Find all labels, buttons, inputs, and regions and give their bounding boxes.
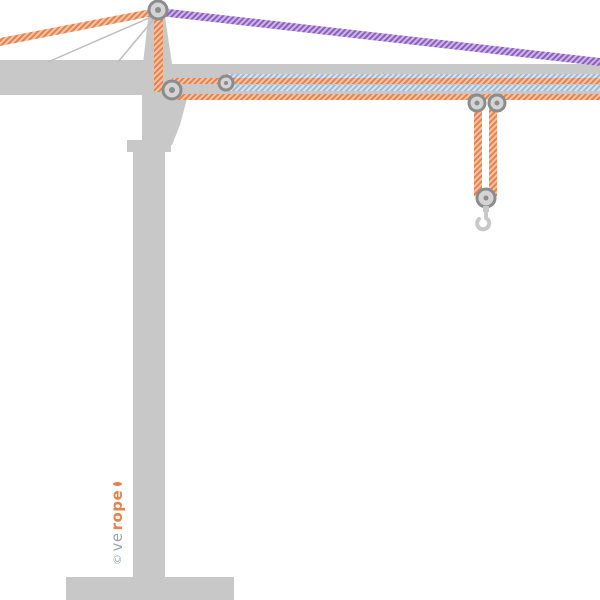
crane-base <box>66 577 234 600</box>
crane-tower <box>133 150 165 578</box>
logo-text-suffix: rope <box>108 489 126 531</box>
sheave-icon <box>217 74 235 92</box>
counter-jib-tie-2 <box>117 13 159 63</box>
sheave-icon <box>467 93 487 113</box>
hoist-rope-vertical <box>154 12 163 92</box>
sheave-icon <box>161 79 183 101</box>
copyright-mark: © <box>110 553 124 566</box>
hoist-rope-jib-lower <box>172 94 600 100</box>
hoist-rope-fall-right <box>489 104 497 196</box>
counter-jib-tie <box>47 13 159 63</box>
hoist-rope-fall-left <box>474 104 482 196</box>
hoist-rope-jib-upper <box>172 78 600 84</box>
logo-text-prefix: ve <box>108 532 126 552</box>
slewing-unit <box>142 95 188 145</box>
trolley-rope-lower <box>224 85 600 91</box>
trolley-rope-upper <box>224 74 600 80</box>
jib-suspension-rope <box>160 8 600 66</box>
sheave-icon <box>487 93 507 113</box>
counter-jib-rope <box>0 8 158 46</box>
hook-icon <box>475 187 497 232</box>
rope-logo-icon <box>112 481 122 486</box>
sheave-icon <box>147 0 169 21</box>
counter-jib <box>0 60 160 95</box>
